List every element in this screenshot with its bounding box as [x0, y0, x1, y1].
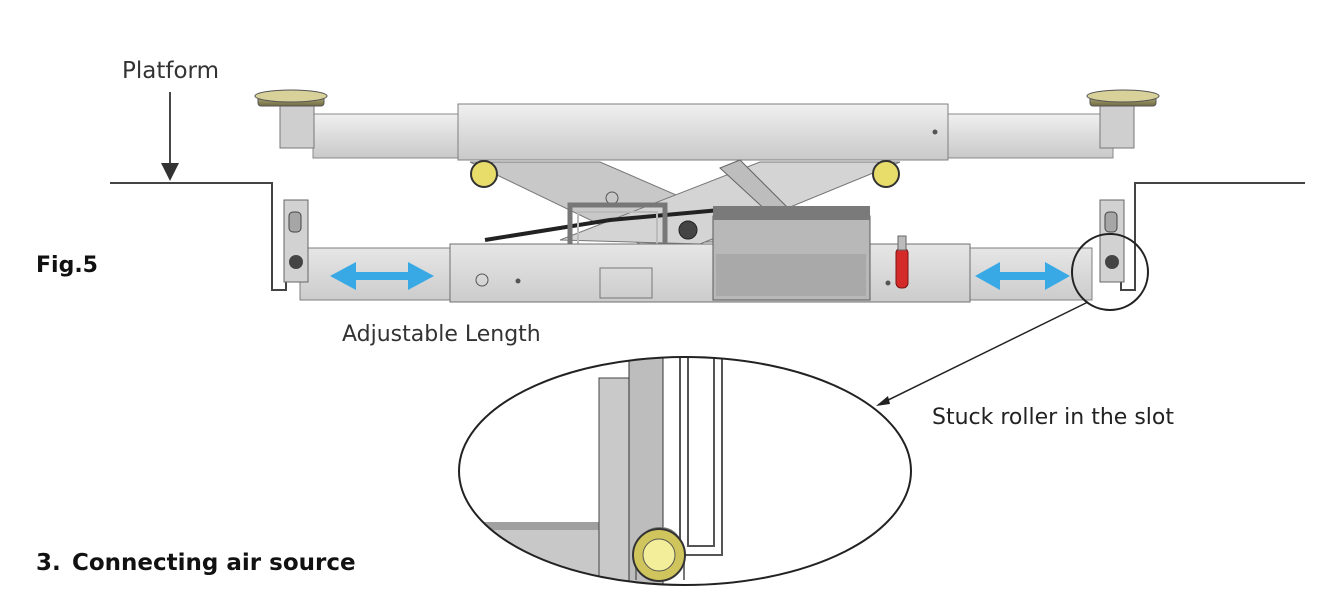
- lift-pad-left: [254, 89, 328, 149]
- section-title: Connecting air source: [72, 550, 356, 576]
- adjust-arrow-right: [975, 262, 1070, 290]
- detail-circle: [1071, 233, 1149, 311]
- section-number: 3.: [36, 550, 61, 576]
- adjustable-length-label: Adjustable Length: [342, 322, 541, 347]
- upper-beam: [457, 103, 949, 161]
- section-heading: 3. Connecting air source: [36, 550, 356, 576]
- stuck-roller-label: Stuck roller in the slot: [932, 405, 1174, 430]
- upper-arm-right: [944, 113, 1114, 159]
- side-roller-left: [283, 199, 309, 283]
- figure-number: Fig.5: [36, 253, 98, 278]
- side-roller-right: [1099, 199, 1125, 283]
- lift-pad-right: [1086, 89, 1160, 149]
- platform-label: Platform: [122, 58, 219, 84]
- adjust-arrow-left: [330, 262, 434, 290]
- upper-arm-left: [312, 113, 462, 159]
- callout-leader: [877, 301, 1089, 406]
- zoom-detail: [459, 357, 911, 585]
- air-valve: [885, 235, 909, 289]
- base-frame: [449, 243, 971, 303]
